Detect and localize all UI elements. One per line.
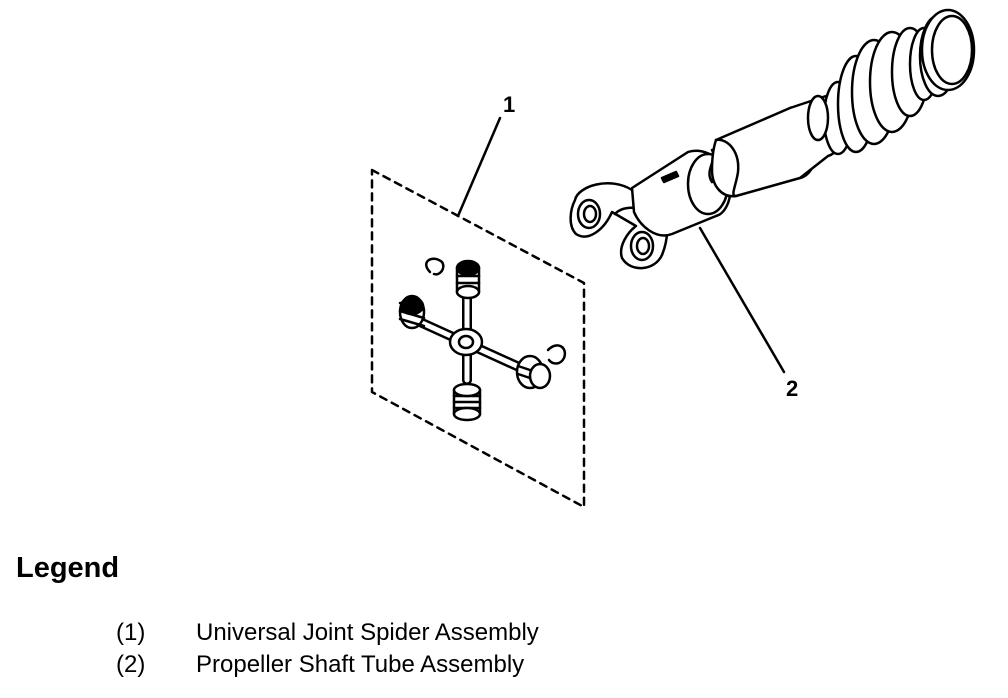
bearing-cup-bottom — [452, 382, 482, 422]
exploded-diagram: 1 2 — [370, 8, 976, 509]
retaining-clip-right — [546, 344, 567, 365]
bearing-cup-left — [398, 294, 426, 330]
legend-item-label: Propeller Shaft Tube Assembly — [196, 651, 525, 678]
legend-title: Legend — [16, 552, 120, 584]
bearing-cup-top — [455, 259, 481, 300]
legend-item-number: (1) — [116, 619, 146, 646]
spider-cross — [415, 291, 535, 385]
bearing-cup-right — [515, 354, 552, 390]
end-flange — [918, 8, 976, 98]
dashed-region — [370, 168, 586, 509]
callout-2: 2 — [786, 376, 798, 401]
spider-assembly-group — [370, 116, 586, 509]
leader-line-2 — [698, 226, 786, 374]
retaining-clip-top-left — [425, 257, 445, 276]
legend-item-number: (2) — [116, 651, 146, 678]
callout-1: 1 — [503, 92, 515, 117]
propeller-shaft-group — [569, 8, 976, 374]
legend-item-label: Universal Joint Spider Assembly — [196, 619, 539, 646]
leader-line-1 — [456, 116, 502, 218]
